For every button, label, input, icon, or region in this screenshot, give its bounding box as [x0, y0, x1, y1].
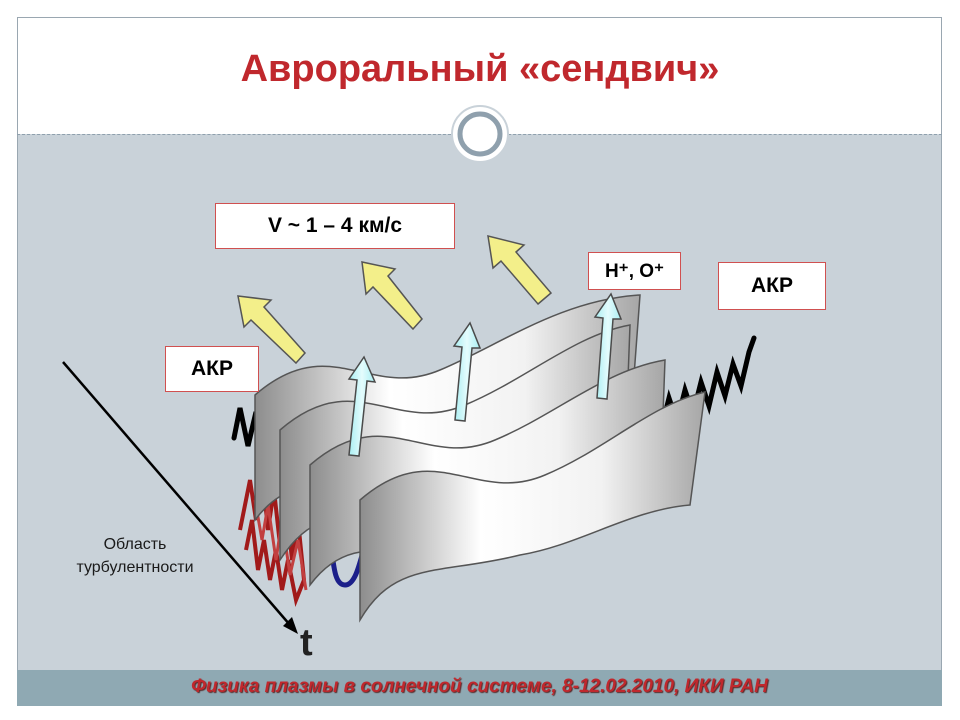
akr-label-left: АКР	[165, 346, 259, 392]
ions-label: H⁺, O⁺	[588, 252, 681, 290]
ion-beam-arrow-icon	[347, 292, 623, 457]
footer-text: Физика плазмы в солнечной системе, 8-12.…	[191, 676, 768, 697]
slide-title: Авроральный «сендвич»	[240, 48, 720, 90]
velocity-label: V ~ 1 – 4 км/с	[215, 203, 455, 249]
turbulence-label: Область турбулентности	[40, 533, 230, 579]
time-axis-label: t	[300, 622, 313, 664]
turbulence-label-line2: турбулентности	[76, 559, 194, 576]
circle-ornament-icon	[451, 105, 509, 163]
turbulence-region-2	[253, 499, 308, 591]
akr-label-right: АКР	[718, 262, 826, 310]
plasma-sheet-4	[359, 391, 706, 623]
turbulence-label-line1: Область	[103, 536, 167, 553]
time-arrow-icon	[62, 361, 298, 634]
footer-bar	[17, 670, 942, 706]
velocity-arrow-icon	[237, 234, 553, 365]
